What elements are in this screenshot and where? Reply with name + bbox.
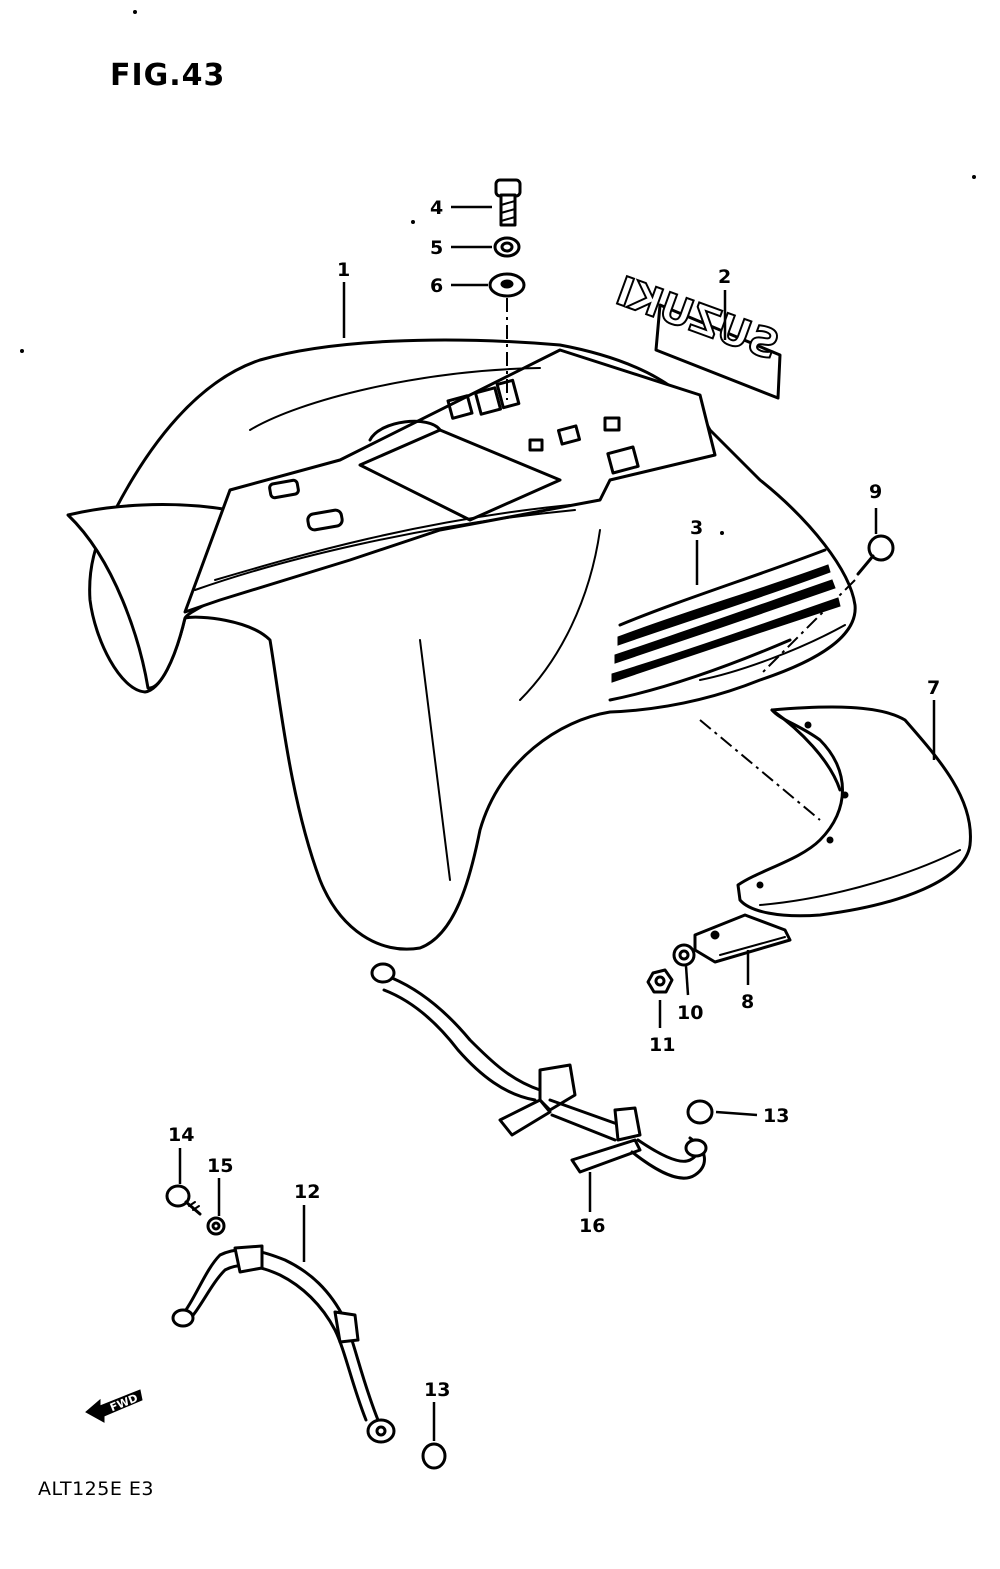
cap-part-13-lower [421, 1442, 447, 1470]
callout-2: 2 [718, 266, 731, 288]
washer-part-6 [488, 272, 526, 298]
forward-direction-label: FWD [108, 1391, 140, 1414]
flap-bracket-part-8 [693, 913, 792, 964]
cap-part-13-upper [686, 1099, 714, 1125]
bolt-part-4 [494, 178, 522, 227]
bolt-part-14 [165, 1184, 202, 1216]
fender-bracket-part-16 [370, 962, 708, 1180]
washer-part-10 [672, 943, 696, 967]
rear-fender-part-1 [66, 338, 857, 951]
nut-part-11 [646, 968, 674, 994]
callout-16: 16 [579, 1215, 605, 1237]
stripe-emblem-part-3 [608, 548, 846, 702]
scan-specks [20, 10, 976, 535]
callout-6: 6 [430, 275, 443, 297]
callout-14: 14 [168, 1124, 194, 1146]
callout-3: 3 [690, 517, 703, 539]
nut-part-5 [493, 236, 521, 258]
leader-lines [178, 205, 936, 1441]
screw-part-9 [856, 534, 895, 576]
callout-15: 15 [207, 1155, 233, 1177]
callout-11: 11 [649, 1034, 675, 1056]
callout-4: 4 [430, 197, 443, 219]
washer-part-15 [206, 1216, 226, 1236]
callout-7: 7 [927, 677, 940, 699]
callout-13-upper: 13 [763, 1105, 789, 1127]
mud-flap-part-7 [736, 705, 972, 918]
callout-9: 9 [869, 481, 882, 503]
figure-title: FIG.43 [110, 58, 226, 93]
callout-8: 8 [741, 991, 754, 1013]
callout-labels: 1 2 3 4 5 6 7 8 9 10 11 12 13 13 14 15 1… [168, 197, 940, 1401]
callout-5: 5 [430, 237, 443, 259]
stay-part-12 [171, 1244, 396, 1444]
callout-1: 1 [337, 259, 350, 281]
callout-12: 12 [294, 1181, 320, 1203]
assembly-axis-screw [759, 579, 856, 676]
model-code: ALT125E E3 [38, 1478, 154, 1500]
callout-10: 10 [677, 1002, 703, 1024]
callout-13-lower: 13 [424, 1379, 450, 1401]
forward-direction-arrow: FWD [85, 1389, 143, 1423]
